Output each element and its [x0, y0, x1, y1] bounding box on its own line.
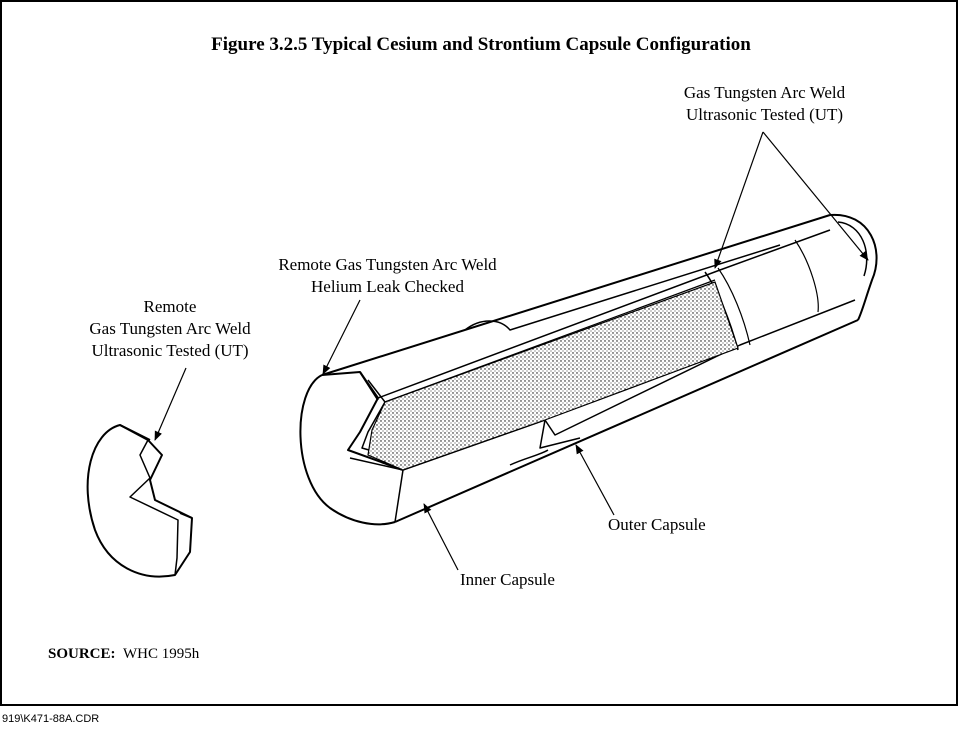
- label-gas-tungsten-weld-ut: Gas Tungsten Arc Weld Ultrasonic Tested …: [683, 83, 846, 124]
- figure-title: Figure 3.2.5 Typical Cesium and Strontiu…: [211, 34, 751, 55]
- source-note: SOURCE: WHC 1995h: [48, 646, 199, 663]
- leader-weld-far-inner: [714, 131, 764, 269]
- outer-capsule-front-face: [299, 374, 396, 526]
- figure-frame: [0, 0, 958, 706]
- outer-capsule-far-end: [829, 213, 878, 321]
- capsule-contents-region: [367, 281, 739, 471]
- leader-remote-weld-helium: [322, 299, 361, 375]
- leader-weld-far-outer: [762, 131, 869, 261]
- label-inner-capsule: Inner Capsule: [460, 570, 555, 589]
- label-remote-weld-ut: Remote Gas Tungsten Arc Weld Ultrasonic …: [89, 297, 251, 360]
- leader-remote-weld-ut: [154, 367, 187, 441]
- leader-inner-capsule: [423, 503, 459, 571]
- cutaway-step-front: [347, 371, 404, 471]
- detached-cap-outline: [86, 424, 193, 578]
- source-label: SOURCE:: [48, 646, 116, 662]
- leader-outer-capsule: [575, 444, 615, 516]
- label-remote-weld-helium: Remote Gas Tungsten Arc Weld Helium Leak…: [278, 255, 497, 296]
- outer-capsule-top-edge: [321, 214, 831, 376]
- label-outer-capsule: Outer Capsule: [608, 515, 706, 534]
- source-value: WHC 1995h: [123, 646, 200, 662]
- outer-capsule-bottom-edge: [394, 319, 859, 523]
- file-reference: 919\K471-88A.CDR: [2, 713, 100, 725]
